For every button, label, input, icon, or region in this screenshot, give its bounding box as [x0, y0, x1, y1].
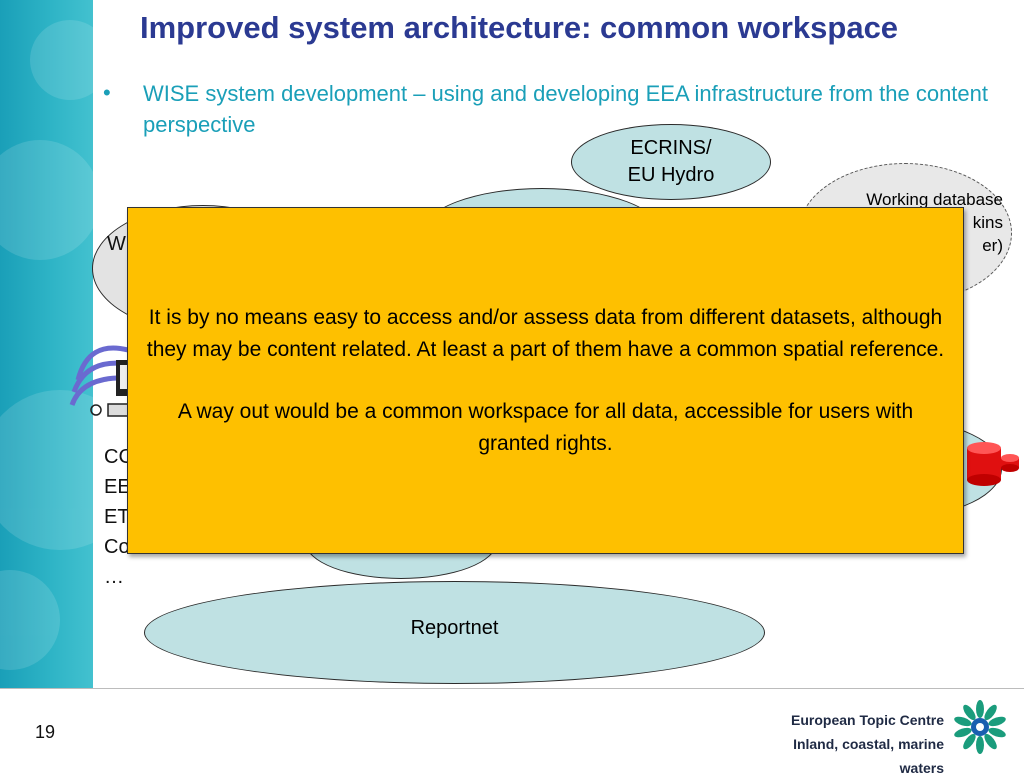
ellipse-ecrins: ECRINS/ EU Hydro [571, 124, 771, 200]
list-item: … [104, 566, 124, 588]
ellipse-reportnet: Reportnet [144, 581, 765, 684]
reportnet-label: Reportnet [410, 617, 499, 639]
footer-divider [0, 688, 1024, 689]
list-item: EE [104, 476, 131, 498]
bullet-marker: • [103, 80, 111, 105]
working-db-line-1: Working database [866, 190, 1003, 209]
brand-line-1: European Topic Centre [791, 712, 944, 728]
brand-text: European Topic Centre Inland, coastal, m… [754, 708, 944, 780]
list-item: CC [104, 446, 133, 468]
bullet-text: WISE system development – using and deve… [143, 81, 989, 137]
ellipse-ecrins-label: ECRINS/ EU Hydro [627, 137, 715, 186]
decorative-side-band [0, 0, 93, 688]
list-item: Co [104, 536, 130, 558]
working-db-line-3: er) [982, 236, 1003, 255]
callout-box: It is by no means easy to access and/or … [127, 207, 964, 554]
callout-paragraph-2: A way out would be a common workspace fo… [177, 399, 914, 455]
left-text-list: CC EE ET Co … [104, 442, 133, 592]
slide-title: Improved system architecture: common wor… [140, 10, 899, 45]
callout-paragraph-1: It is by no means easy to access and/or … [146, 305, 945, 361]
page-number: 19 [35, 722, 56, 742]
etc-logo-icon [950, 697, 1010, 762]
side-pattern-icon [0, 20, 93, 670]
list-item: ET [104, 506, 130, 528]
working-db-line-2: kins [972, 213, 1003, 232]
ellipse-left-fragment: W [107, 233, 126, 255]
database-cylinder-icon [965, 438, 1024, 491]
brand-line-2: Inland, coastal, marine waters [793, 736, 944, 776]
